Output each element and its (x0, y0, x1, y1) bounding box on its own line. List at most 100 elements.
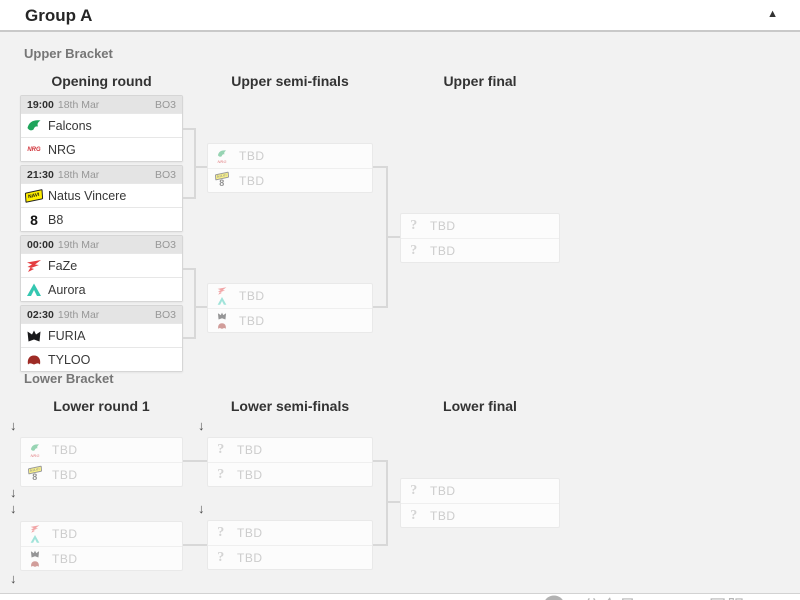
tbd-label: TBD (239, 313, 265, 328)
match-4-time: 02:30 (27, 308, 54, 321)
column-header-lower-round-1: Lower round 1 (53, 398, 150, 414)
match-box-upper-semi-1[interactable]: NRG TBD NAVI 8 TBD (207, 143, 373, 193)
possible-teams-falcons-nrg-icon: NRG (213, 149, 231, 164)
tbd-slot: ? TBD (208, 521, 372, 545)
furia-logo-icon (26, 328, 42, 344)
possible-teams-furia-tyloo-icon (213, 311, 231, 331)
wechat-icon (543, 594, 573, 600)
team-row-b8[interactable]: 8 B8 (21, 207, 182, 231)
drop-down-arrow-icon: ↓ (198, 418, 205, 433)
question-mark-icon: ? (410, 507, 418, 523)
tbd-slot: NRG TBD (21, 438, 182, 462)
team-name: Natus Vincere (48, 188, 127, 203)
bracket-connector (183, 268, 195, 270)
tbd-slot: TBD (208, 284, 372, 308)
faze-logo-icon (26, 258, 42, 274)
tbd-slot: TBD (21, 522, 182, 546)
team-row-faze[interactable]: FaZe (21, 253, 182, 277)
team-name: FaZe (48, 258, 78, 273)
collapse-toggle-icon[interactable]: ▲ (767, 8, 778, 20)
team-row-furia[interactable]: FURIA (21, 323, 182, 347)
team-row-nrg[interactable]: NRG NRG (21, 137, 182, 161)
watermark-text: 公众号 · CSGO国服 (583, 592, 745, 600)
drop-down-arrow-icon: ↓ (198, 501, 205, 516)
team-name: Aurora (48, 282, 86, 297)
team-row-falcons[interactable]: Falcons (21, 113, 182, 137)
tbd-slot: TBD (208, 308, 372, 332)
tbd-slot: ? TBD (401, 238, 559, 262)
match-box-lower-round1-2[interactable]: TBD TBD (20, 521, 183, 571)
lower-bracket-label: Lower Bracket (24, 371, 114, 386)
drop-down-arrow-icon: ↓ (10, 418, 17, 433)
match-3-date: 19th Mar (57, 238, 100, 251)
bracket-connector (373, 306, 387, 308)
tbd-slot: ? TBD (401, 503, 559, 527)
team-row-aurora[interactable]: Aurora (21, 277, 182, 301)
tbd-label: TBD (430, 219, 456, 233)
match-4-format: BO3 (154, 308, 176, 321)
group-panel-header: Group A ▲ (0, 0, 800, 32)
upper-bracket-label: Upper Bracket (24, 46, 113, 61)
tbd-label: TBD (237, 443, 263, 457)
tbd-slot: NAVI 8 TBD (208, 168, 372, 192)
tbd-label: TBD (430, 508, 456, 523)
drop-down-arrow-icon: ↓ (10, 485, 17, 500)
tbd-slot: ? TBD (208, 545, 372, 569)
possible-teams-falcons-nrg-icon: NRG (26, 443, 44, 458)
tbd-label: TBD (237, 526, 263, 540)
match-box-opening-1[interactable]: 19:00 18th Mar BO3 Falcons NRG NRG (20, 95, 183, 162)
match-box-lower-semi-2[interactable]: ? TBD ? TBD (207, 520, 373, 570)
match-box-opening-4[interactable]: 02:30 19th Mar BO3 FURIA TYLOO (20, 305, 183, 372)
tbd-slot: TBD (21, 546, 182, 570)
tbd-slot: ? TBD (401, 479, 559, 503)
bracket-connector (387, 501, 400, 503)
column-header-upper-final: Upper final (443, 73, 517, 89)
match-1-header: 19:00 18th Mar BO3 (21, 96, 182, 113)
match-box-lower-round1-1[interactable]: NRG TBD NAVI 8 TBD (20, 437, 183, 487)
possible-teams-navi-b8-icon: NAVI 8 (213, 171, 231, 188)
bracket-connector (194, 128, 196, 199)
drop-down-arrow-icon: ↓ (10, 501, 17, 516)
match-box-opening-2[interactable]: 21:30 18th Mar BO3 NAVI Natus Vincere 8 … (20, 165, 183, 232)
bracket-connector (183, 197, 195, 199)
match-box-lower-final[interactable]: ? TBD ? TBD (400, 478, 560, 528)
match-4-date: 19th Mar (57, 308, 100, 321)
tbd-label: TBD (52, 551, 78, 566)
bracket-connector (373, 460, 387, 462)
bracket-connector (195, 306, 207, 308)
match-3-format: BO3 (154, 238, 176, 251)
drop-down-arrow-icon: ↓ (10, 571, 17, 586)
team-row-navi[interactable]: NAVI Natus Vincere (21, 183, 182, 207)
bracket-connector (387, 236, 400, 238)
tbd-label: TBD (52, 467, 78, 482)
team-name: B8 (48, 212, 64, 227)
bracket-connector (386, 460, 388, 546)
tbd-label: TBD (237, 467, 263, 482)
match-3-header: 00:00 19th Mar BO3 (21, 236, 182, 253)
match-box-opening-3[interactable]: 00:00 19th Mar BO3 FaZe Aurora (20, 235, 183, 302)
tbd-label: TBD (430, 243, 456, 258)
question-mark-icon: ? (410, 483, 418, 498)
match-2-format: BO3 (154, 168, 176, 181)
nrg-logo-icon: NRG (27, 146, 41, 153)
match-box-upper-final[interactable]: ? TBD ? TBD (400, 213, 560, 263)
bracket-connector (195, 166, 207, 168)
tbd-slot: NAVI 8 TBD (21, 462, 182, 486)
match-4-header: 02:30 19th Mar BO3 (21, 306, 182, 323)
team-row-tyloo[interactable]: TYLOO (21, 347, 182, 371)
tbd-label: TBD (52, 527, 78, 541)
tbd-label: TBD (239, 289, 265, 303)
question-mark-icon: ? (217, 549, 225, 565)
match-box-upper-semi-2[interactable]: TBD TBD (207, 283, 373, 333)
bracket-connector (183, 128, 195, 130)
tbd-label: TBD (239, 149, 265, 163)
question-mark-icon: ? (410, 218, 418, 233)
match-box-lower-semi-1[interactable]: ? TBD ? TBD (207, 437, 373, 487)
bracket-connector (183, 337, 195, 339)
match-1-date: 18th Mar (57, 98, 100, 111)
team-name: Falcons (48, 118, 92, 133)
possible-teams-faze-aurora-icon (26, 524, 44, 544)
tbd-slot: NRG TBD (208, 144, 372, 168)
tyloo-logo-icon (26, 352, 42, 368)
